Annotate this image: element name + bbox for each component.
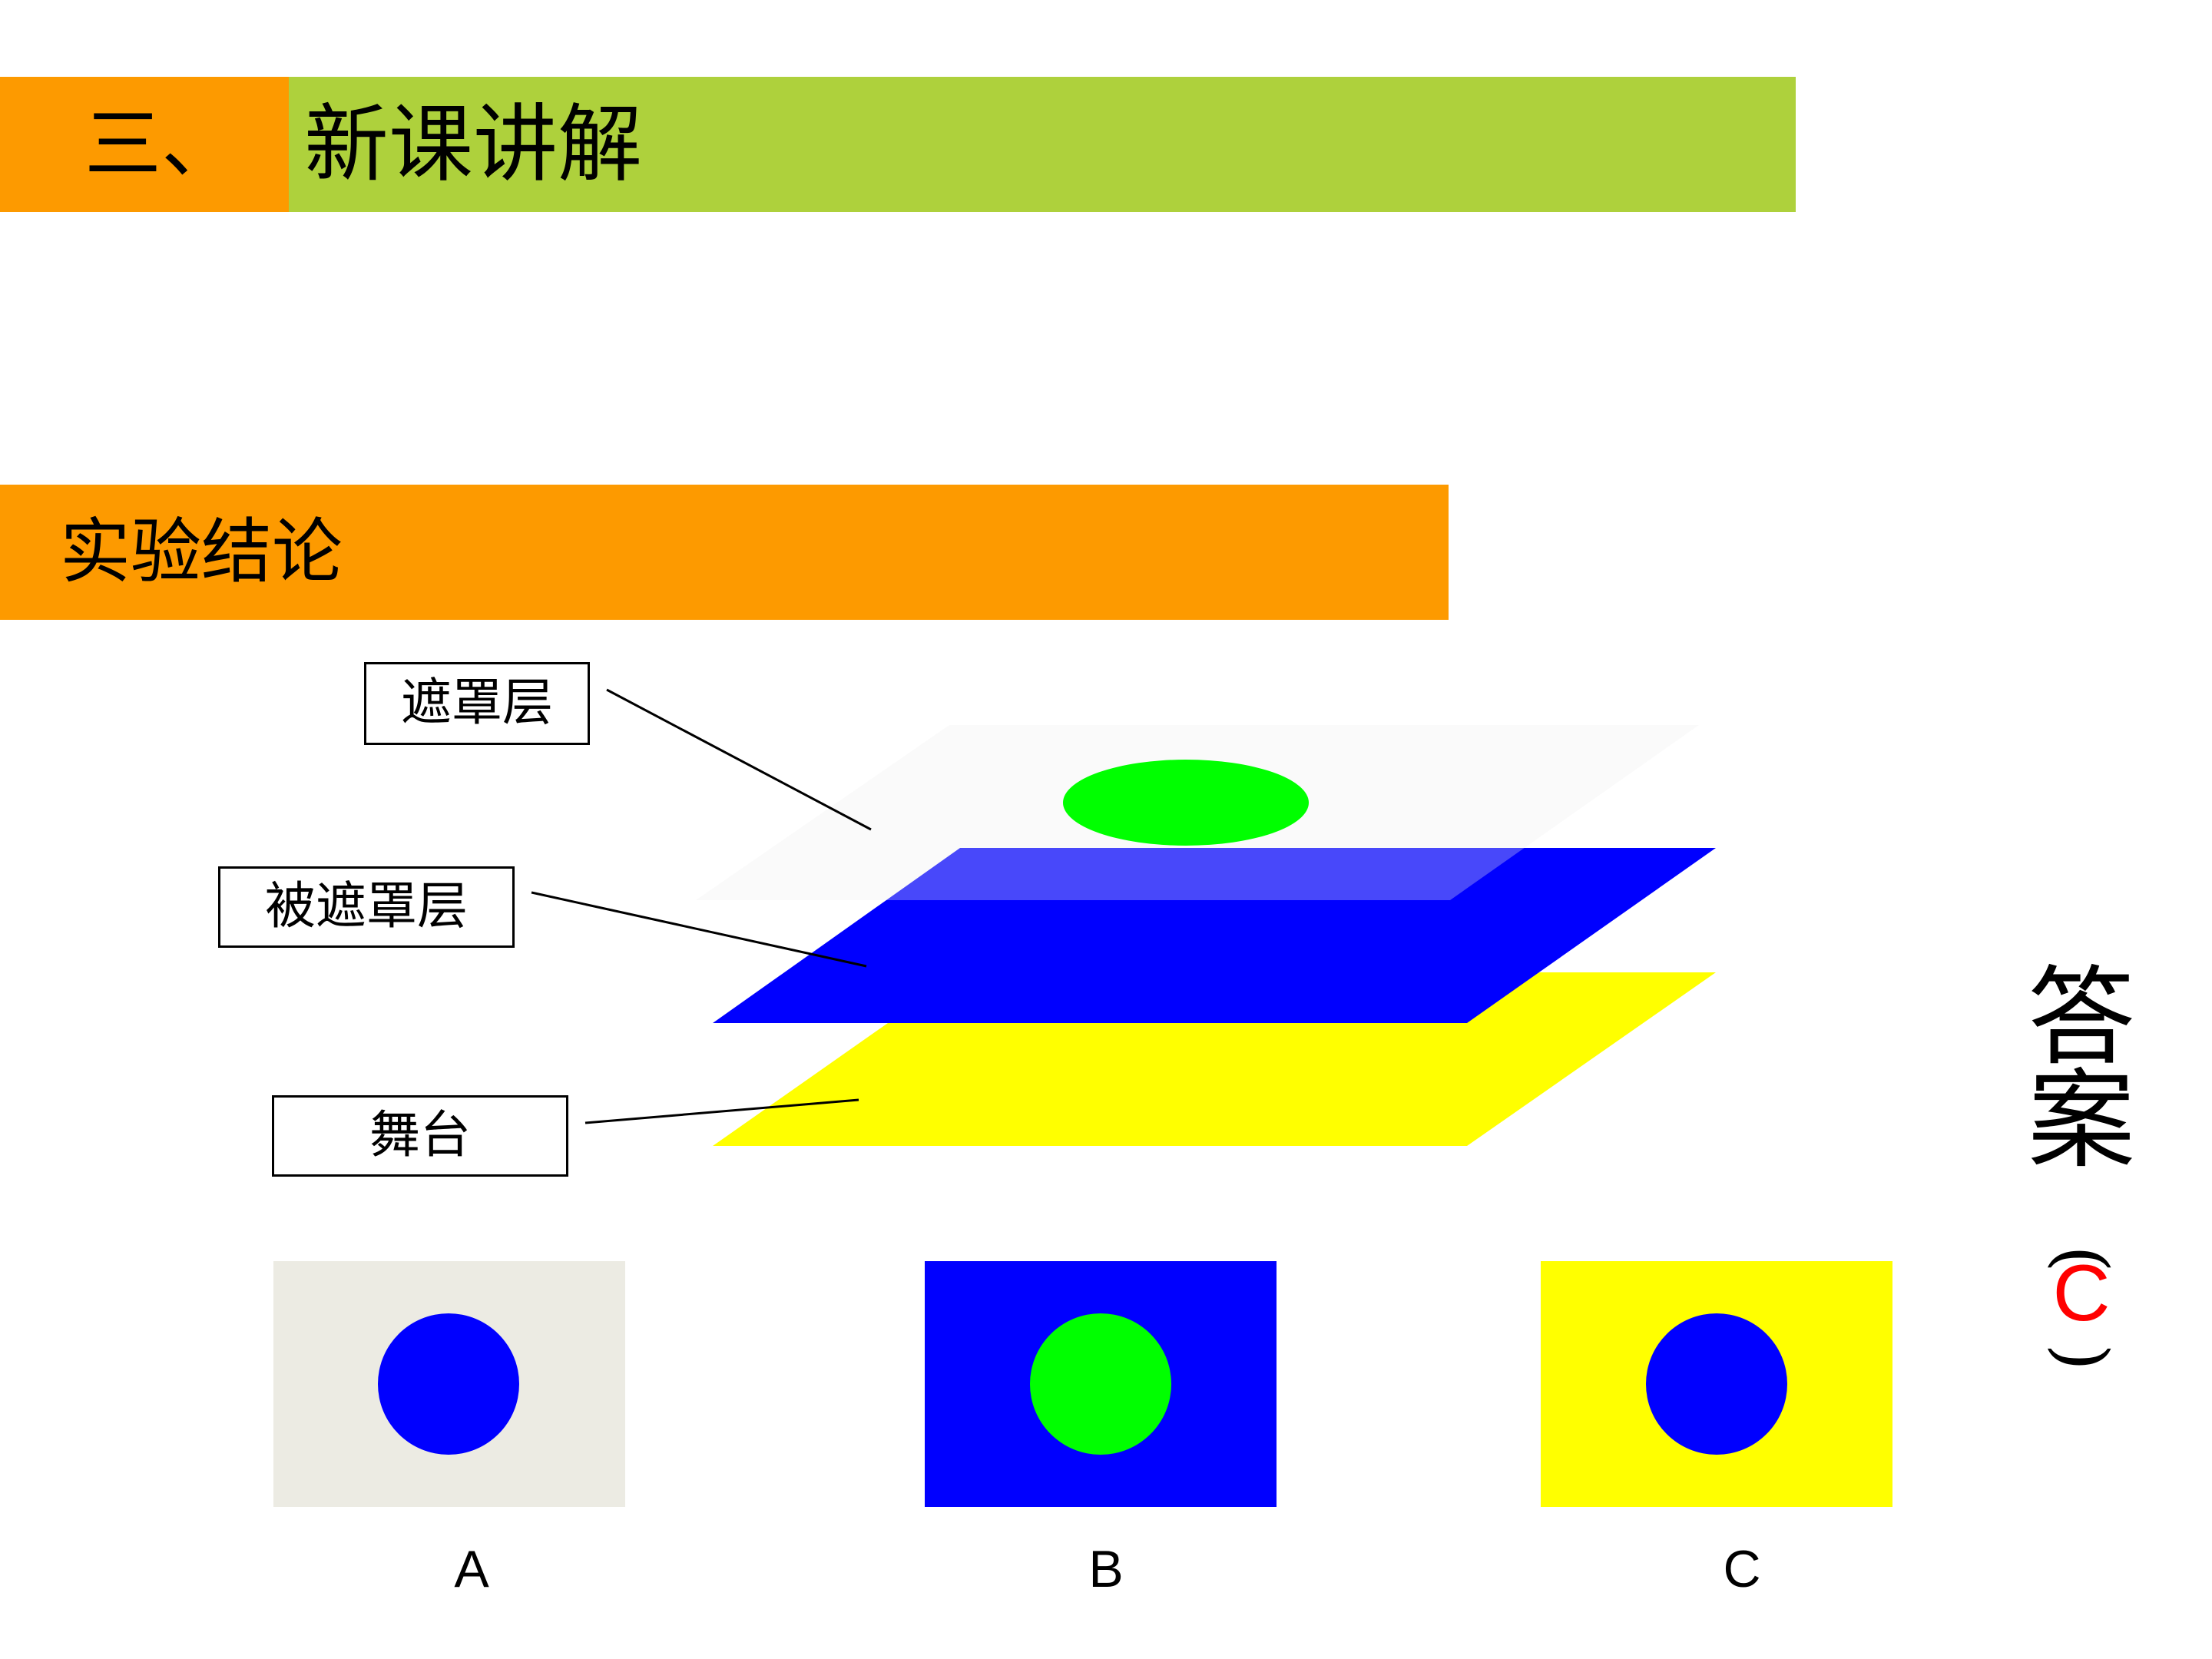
section-title-bar bbox=[289, 77, 1796, 212]
stage-label: 舞台 bbox=[272, 1095, 568, 1177]
option-b-circle bbox=[1030, 1313, 1171, 1455]
option-c-label: C bbox=[1723, 1540, 1761, 1598]
masked-layer-label: 被遮罩层 bbox=[218, 866, 515, 948]
section-number-bar bbox=[0, 77, 289, 212]
conclusion-bar bbox=[0, 485, 1449, 620]
answer-char-1: 答 bbox=[2027, 955, 2135, 1081]
answer-paren-close: ) bbox=[2041, 1343, 2122, 1371]
option-a-circle bbox=[378, 1313, 519, 1455]
conclusion-title: 实验结论 bbox=[60, 511, 343, 593]
option-a-label: A bbox=[454, 1540, 489, 1598]
leader-line-masked bbox=[531, 891, 867, 968]
section-title: 新课讲解 bbox=[304, 95, 642, 194]
mask-shape bbox=[1063, 760, 1309, 846]
answer-value: C bbox=[2052, 1249, 2111, 1338]
masked-layer bbox=[713, 848, 1716, 1023]
option-c-circle bbox=[1646, 1313, 1787, 1455]
section-number: 三、 bbox=[84, 99, 238, 189]
option-b-label: B bbox=[1088, 1540, 1124, 1598]
leader-line-stage bbox=[584, 1098, 859, 1124]
leader-line-mask bbox=[606, 688, 872, 831]
answer-char-2: 案 bbox=[2027, 1058, 2135, 1184]
mask-layer-label: 遮罩层 bbox=[364, 662, 590, 745]
